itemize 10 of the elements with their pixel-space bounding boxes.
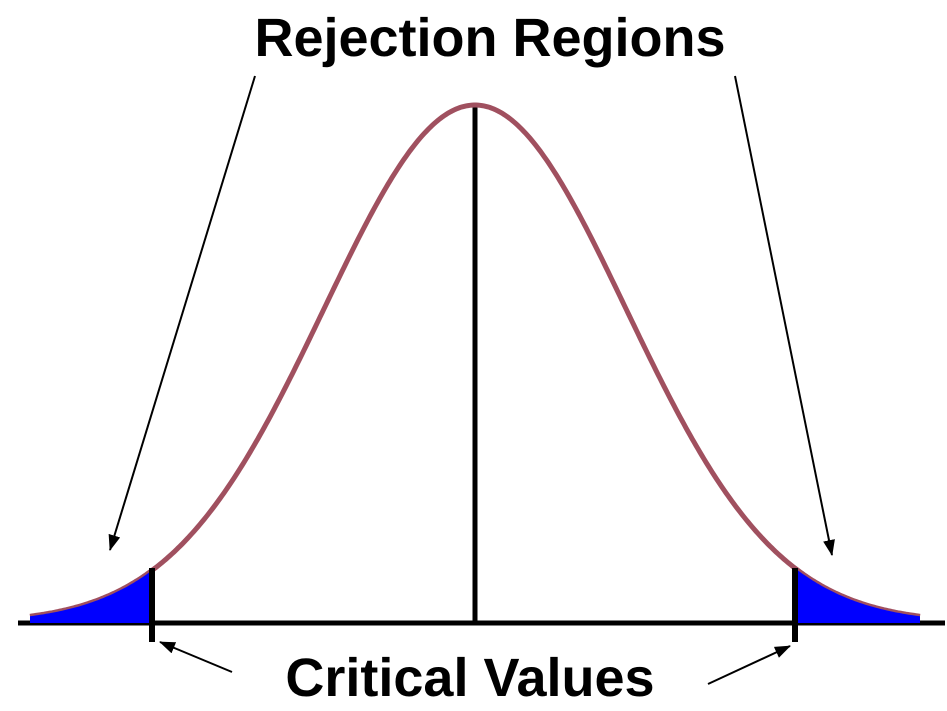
leader-line [108,76,256,551]
leader-line [159,641,232,673]
leader-line [708,645,791,685]
region-label: Critical Values [285,648,655,708]
rejection-region [795,568,920,623]
leader-line [734,76,835,556]
region-label: Rejection Regions [254,8,726,68]
critical-value-line [792,568,798,642]
rejection-region [30,570,152,623]
critical-value-line [149,568,155,642]
